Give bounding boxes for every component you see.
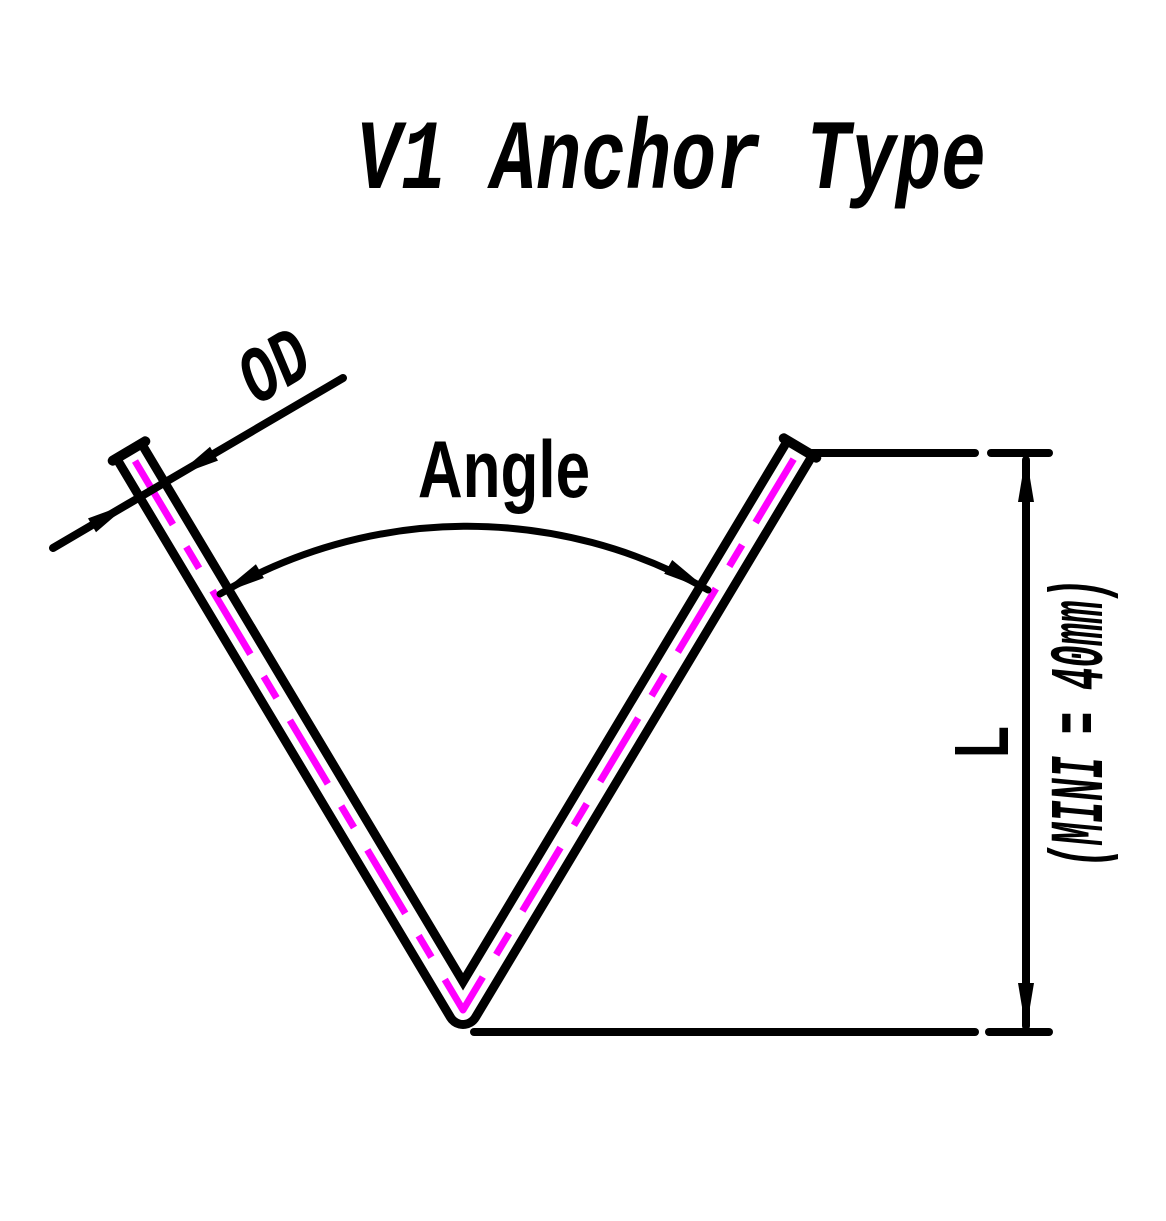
- drawing-title: V1 Anchor Type: [356, 107, 986, 219]
- od-arrowheads: [88, 446, 218, 533]
- text-layer: V1 Anchor Type OD Angle L (MINI = 40mm): [224, 107, 1125, 868]
- length-note-label: (MINI = 40mm): [1038, 579, 1124, 868]
- tube-outer-wall: [112, 438, 817, 1029]
- angle-dimension: [216, 522, 712, 598]
- length-label: L: [939, 726, 1025, 758]
- tube-end-cap-left: [107, 436, 151, 466]
- length-arrowhead-bottom: [1018, 983, 1034, 1031]
- ink-layer: [49, 374, 1053, 1036]
- length-dimension: [470, 449, 1053, 1036]
- angle-arrowhead-left: [220, 564, 264, 594]
- length-arrowhead-top: [1018, 454, 1034, 502]
- length-arrowheads: [1018, 454, 1034, 1031]
- od-arrowhead-upper: [176, 446, 218, 476]
- angle-arrowhead-right: [664, 560, 708, 590]
- anchor-tube: [107, 433, 822, 1029]
- od-arrowhead-lower: [88, 503, 130, 533]
- od-dimension: [49, 374, 347, 552]
- angle-label: Angle: [418, 425, 590, 515]
- tube-interior: [120, 442, 809, 1020]
- tube-centerline: [131, 455, 798, 1014]
- od-label: OD: [224, 314, 329, 426]
- angle-arc: [216, 522, 712, 598]
- angle-arrowheads: [220, 560, 708, 594]
